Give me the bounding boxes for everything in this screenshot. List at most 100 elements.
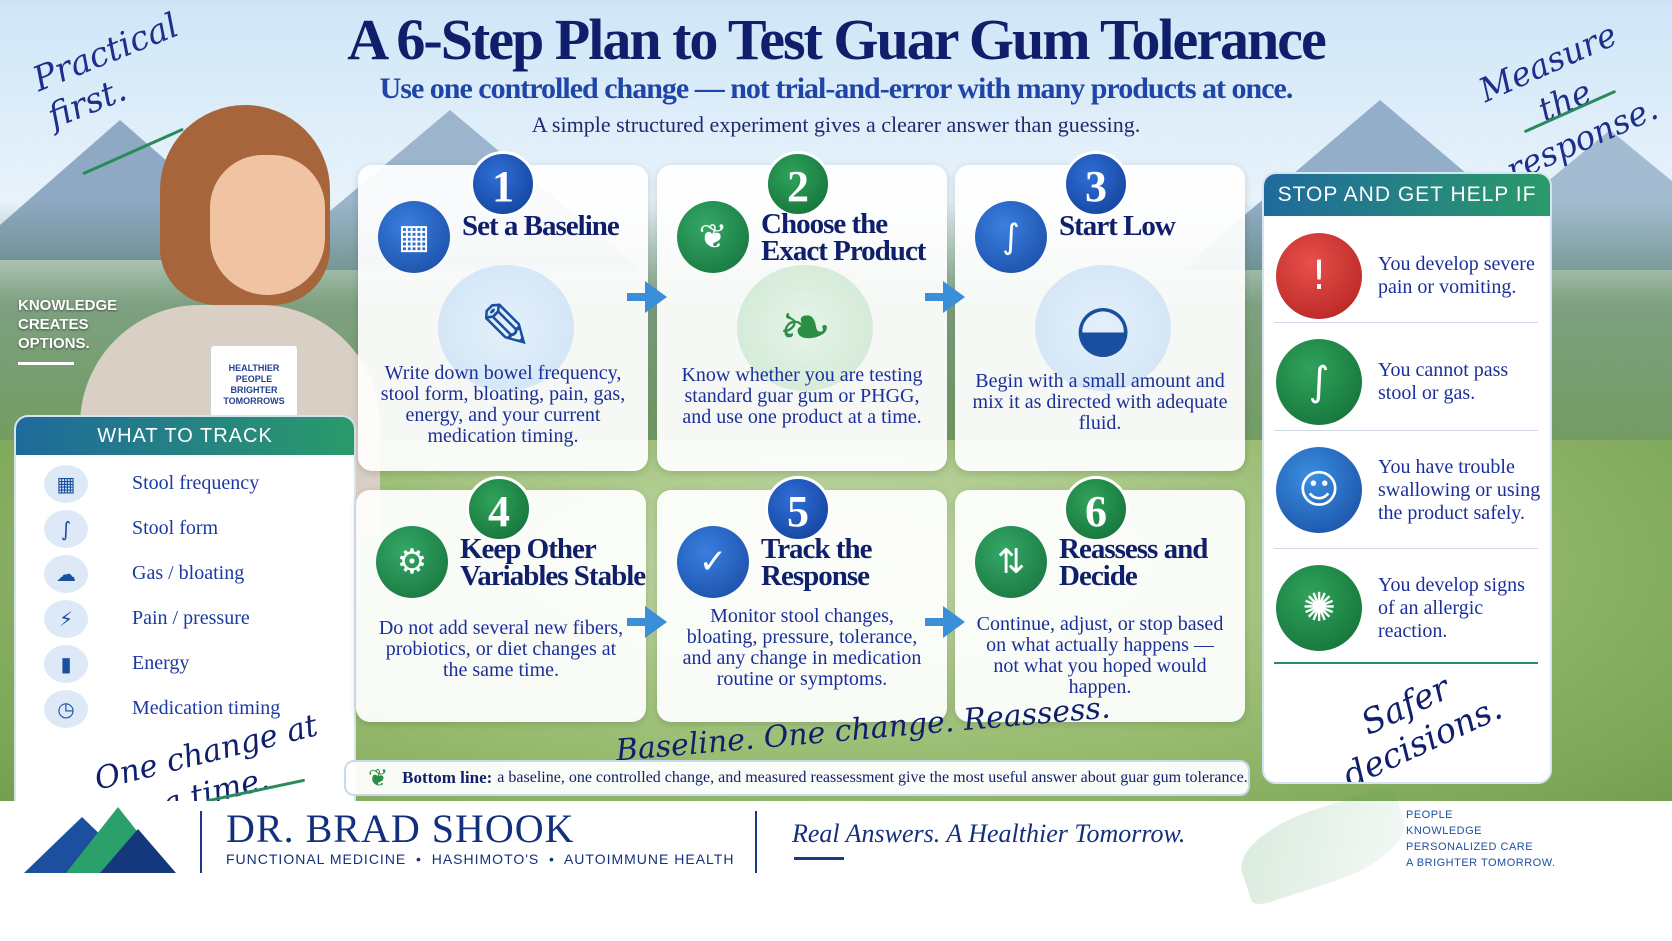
divider — [1274, 430, 1538, 431]
track-item: ∫ Stool form — [44, 506, 354, 551]
arrow-right-icon — [943, 281, 965, 313]
footer-doctor-name: DR. BRAD SHOOK — [226, 806, 575, 851]
stop-item: ∫ You cannot pass stool or gas. — [1276, 326, 1541, 438]
step-card-3: 3 ∫ Start Low ◒ Begin with a small amoun… — [955, 151, 1245, 471]
what-to-track-panel: WHAT TO TRACK ▦ Stool frequency ∫ Stool … — [14, 415, 356, 845]
leaf-decoration-icon — [1230, 784, 1416, 908]
step-number-badge: 6 — [1063, 476, 1129, 542]
arrow-tail — [925, 618, 945, 626]
photo-caption: KNOWLEDGE CREATES OPTIONS. — [18, 297, 118, 352]
stop-item-text: You cannot pass stool or gas. — [1378, 359, 1509, 404]
step-description: Write down bowel frequency, stool form, … — [380, 362, 626, 447]
page-subtitle: Use one controlled change — not trial-an… — [379, 72, 1294, 105]
step-title: Track the Response — [761, 533, 872, 592]
footer-divider — [200, 811, 202, 873]
track-item-label: Energy — [132, 652, 190, 674]
mug-text: BRIGHTER — [230, 385, 278, 395]
clock-icon: ◷ — [44, 689, 88, 728]
intestine-icon: ∫ — [1276, 339, 1362, 425]
stop-item: ✺ You develop signs of an allergic react… — [1276, 552, 1541, 664]
track-item: ▦ Stool frequency — [44, 461, 354, 506]
step-number-badge: 5 — [765, 476, 831, 542]
page-tagline: A simple structured experiment gives a c… — [531, 112, 1141, 137]
divider — [1274, 322, 1538, 323]
notepad-pen-icon: ✎ — [438, 265, 574, 391]
clipboard-chart-icon: ✓ — [677, 526, 749, 598]
step-card-6: 6 ⇅ Reassess and Decide Continue, adjust… — [955, 476, 1245, 722]
arrow-tail — [627, 618, 647, 626]
stop-and-get-help-panel: STOP AND GET HELP IF ! You develop sever… — [1262, 172, 1552, 784]
step-card-5: 5 ✓ Track the Response Monitor stool cha… — [657, 476, 947, 722]
stop-item-text: You have trouble swallowing or using the… — [1378, 455, 1541, 524]
stop-item-text: You develop signs of an allergic reactio… — [1378, 573, 1525, 642]
track-item-label: Gas / bloating — [132, 562, 245, 584]
step-card-2: 2 ❦ Choose the Exact Product ❧ Know whet… — [657, 151, 947, 471]
track-item-label: Stool frequency — [132, 472, 260, 494]
step-description: Know whether you are testing standard gu… — [681, 364, 923, 428]
bottom-line-bar: ❦ Bottom line: a baseline, one controlle… — [344, 760, 1250, 796]
allergen-icon: ✺ — [1276, 565, 1362, 651]
intestine-icon: ∫ — [44, 509, 88, 548]
mug-text: TOMORROWS — [223, 396, 285, 406]
step-title: Set a Baseline — [462, 210, 620, 242]
arrow-tail — [627, 293, 647, 301]
footer-values: PEOPLE KNOWLEDGE PERSONALIZED CARE A BRI… — [1406, 807, 1556, 871]
divider — [1274, 662, 1538, 664]
track-item: ⚡ Pain / pressure — [44, 596, 354, 641]
woman-photo: HEALTHIER PEOPLE BRIGHTER TOMORROWS — [40, 105, 380, 535]
mug-text: PEOPLE — [235, 374, 273, 384]
track-item-label: Stool form — [132, 517, 219, 539]
step-title: Start Low — [1059, 210, 1176, 242]
woman-face — [210, 155, 325, 295]
arrow-right-icon — [645, 606, 667, 638]
stop-panel-title: STOP AND GET HELP IF — [1264, 174, 1550, 216]
throat-icon: ☺ — [1276, 447, 1362, 533]
footer: DR. BRAD SHOOK FUNCTIONAL MEDICINE • HAS… — [0, 784, 1672, 941]
track-item: ◷ Medication timing — [44, 686, 354, 731]
measuring-scoop-icon: ◒ — [1035, 265, 1171, 391]
step-number-badge: 2 — [765, 151, 831, 217]
divider — [1274, 548, 1538, 549]
track-panel-title: WHAT TO TRACK — [16, 417, 354, 455]
track-item: ☁ Gas / bloating — [44, 551, 354, 596]
step-description: Continue, adjust, or stop based on what … — [976, 613, 1224, 698]
page-title: A 6-Step Plan to Test Guar Gum Tolerance — [347, 7, 1327, 72]
track-list: ▦ Stool frequency ∫ Stool form ☁ Gas / b… — [16, 455, 354, 731]
lightning-icon: ⚡ — [44, 599, 88, 638]
track-item-label: Pain / pressure — [132, 607, 250, 629]
footer-value: PERSONALIZED CARE — [1406, 841, 1534, 853]
footer-divider — [755, 811, 757, 873]
leaf-icon: ❦ — [368, 764, 389, 792]
script-safer-decisions: Safer decisions. — [1336, 668, 1509, 784]
step-description: Begin with a small amount and mix it as … — [972, 370, 1228, 434]
arrow-right-icon — [943, 606, 965, 638]
gears-icon: ⚙ — [376, 526, 448, 598]
step-title: Keep Other Variables Stable — [460, 533, 646, 592]
mug: HEALTHIER PEOPLE BRIGHTER TOMORROWS — [210, 345, 298, 425]
leaf-art-icon: ❧ — [737, 265, 873, 391]
leaf-icon: ❦ — [677, 201, 749, 273]
calendar-icon: ▦ — [44, 464, 88, 503]
bottom-line-label: Bottom line: — [402, 768, 493, 787]
track-item-label: Medication timing — [132, 697, 281, 719]
cloud-icon: ☁ — [44, 554, 88, 593]
step-description: Monitor stool changes, bloating, pressur… — [682, 605, 922, 690]
mountain-logo-icon — [100, 829, 176, 873]
footer-tagline-underline — [794, 857, 844, 860]
step-title: Reassess and Decide — [1059, 533, 1208, 592]
warning-icon: ! — [1276, 233, 1362, 319]
step-title: Choose the Exact Product — [761, 208, 926, 267]
bottom-line-text: a baseline, one controlled change, and m… — [497, 769, 1248, 786]
track-item: ▮ Energy — [44, 641, 354, 686]
step-description: Do not add several new fibers, probiotic… — [378, 617, 624, 681]
arrow-right-icon — [645, 281, 667, 313]
split-arrows-icon: ⇅ — [975, 526, 1047, 598]
footer-tagline: Real Answers. A Healthier Tomorrow. — [792, 819, 1186, 848]
arrow-tail — [925, 293, 945, 301]
step-card-1: 1 ▦ Set a Baseline ✎ Write down bowel fr… — [358, 151, 648, 471]
step-number-badge: 4 — [466, 476, 532, 542]
footer-value: KNOWLEDGE — [1406, 825, 1483, 837]
caption-underline — [18, 362, 74, 365]
step-number-badge: 3 — [1063, 151, 1129, 217]
intestine-icon: ∫ — [975, 201, 1047, 273]
